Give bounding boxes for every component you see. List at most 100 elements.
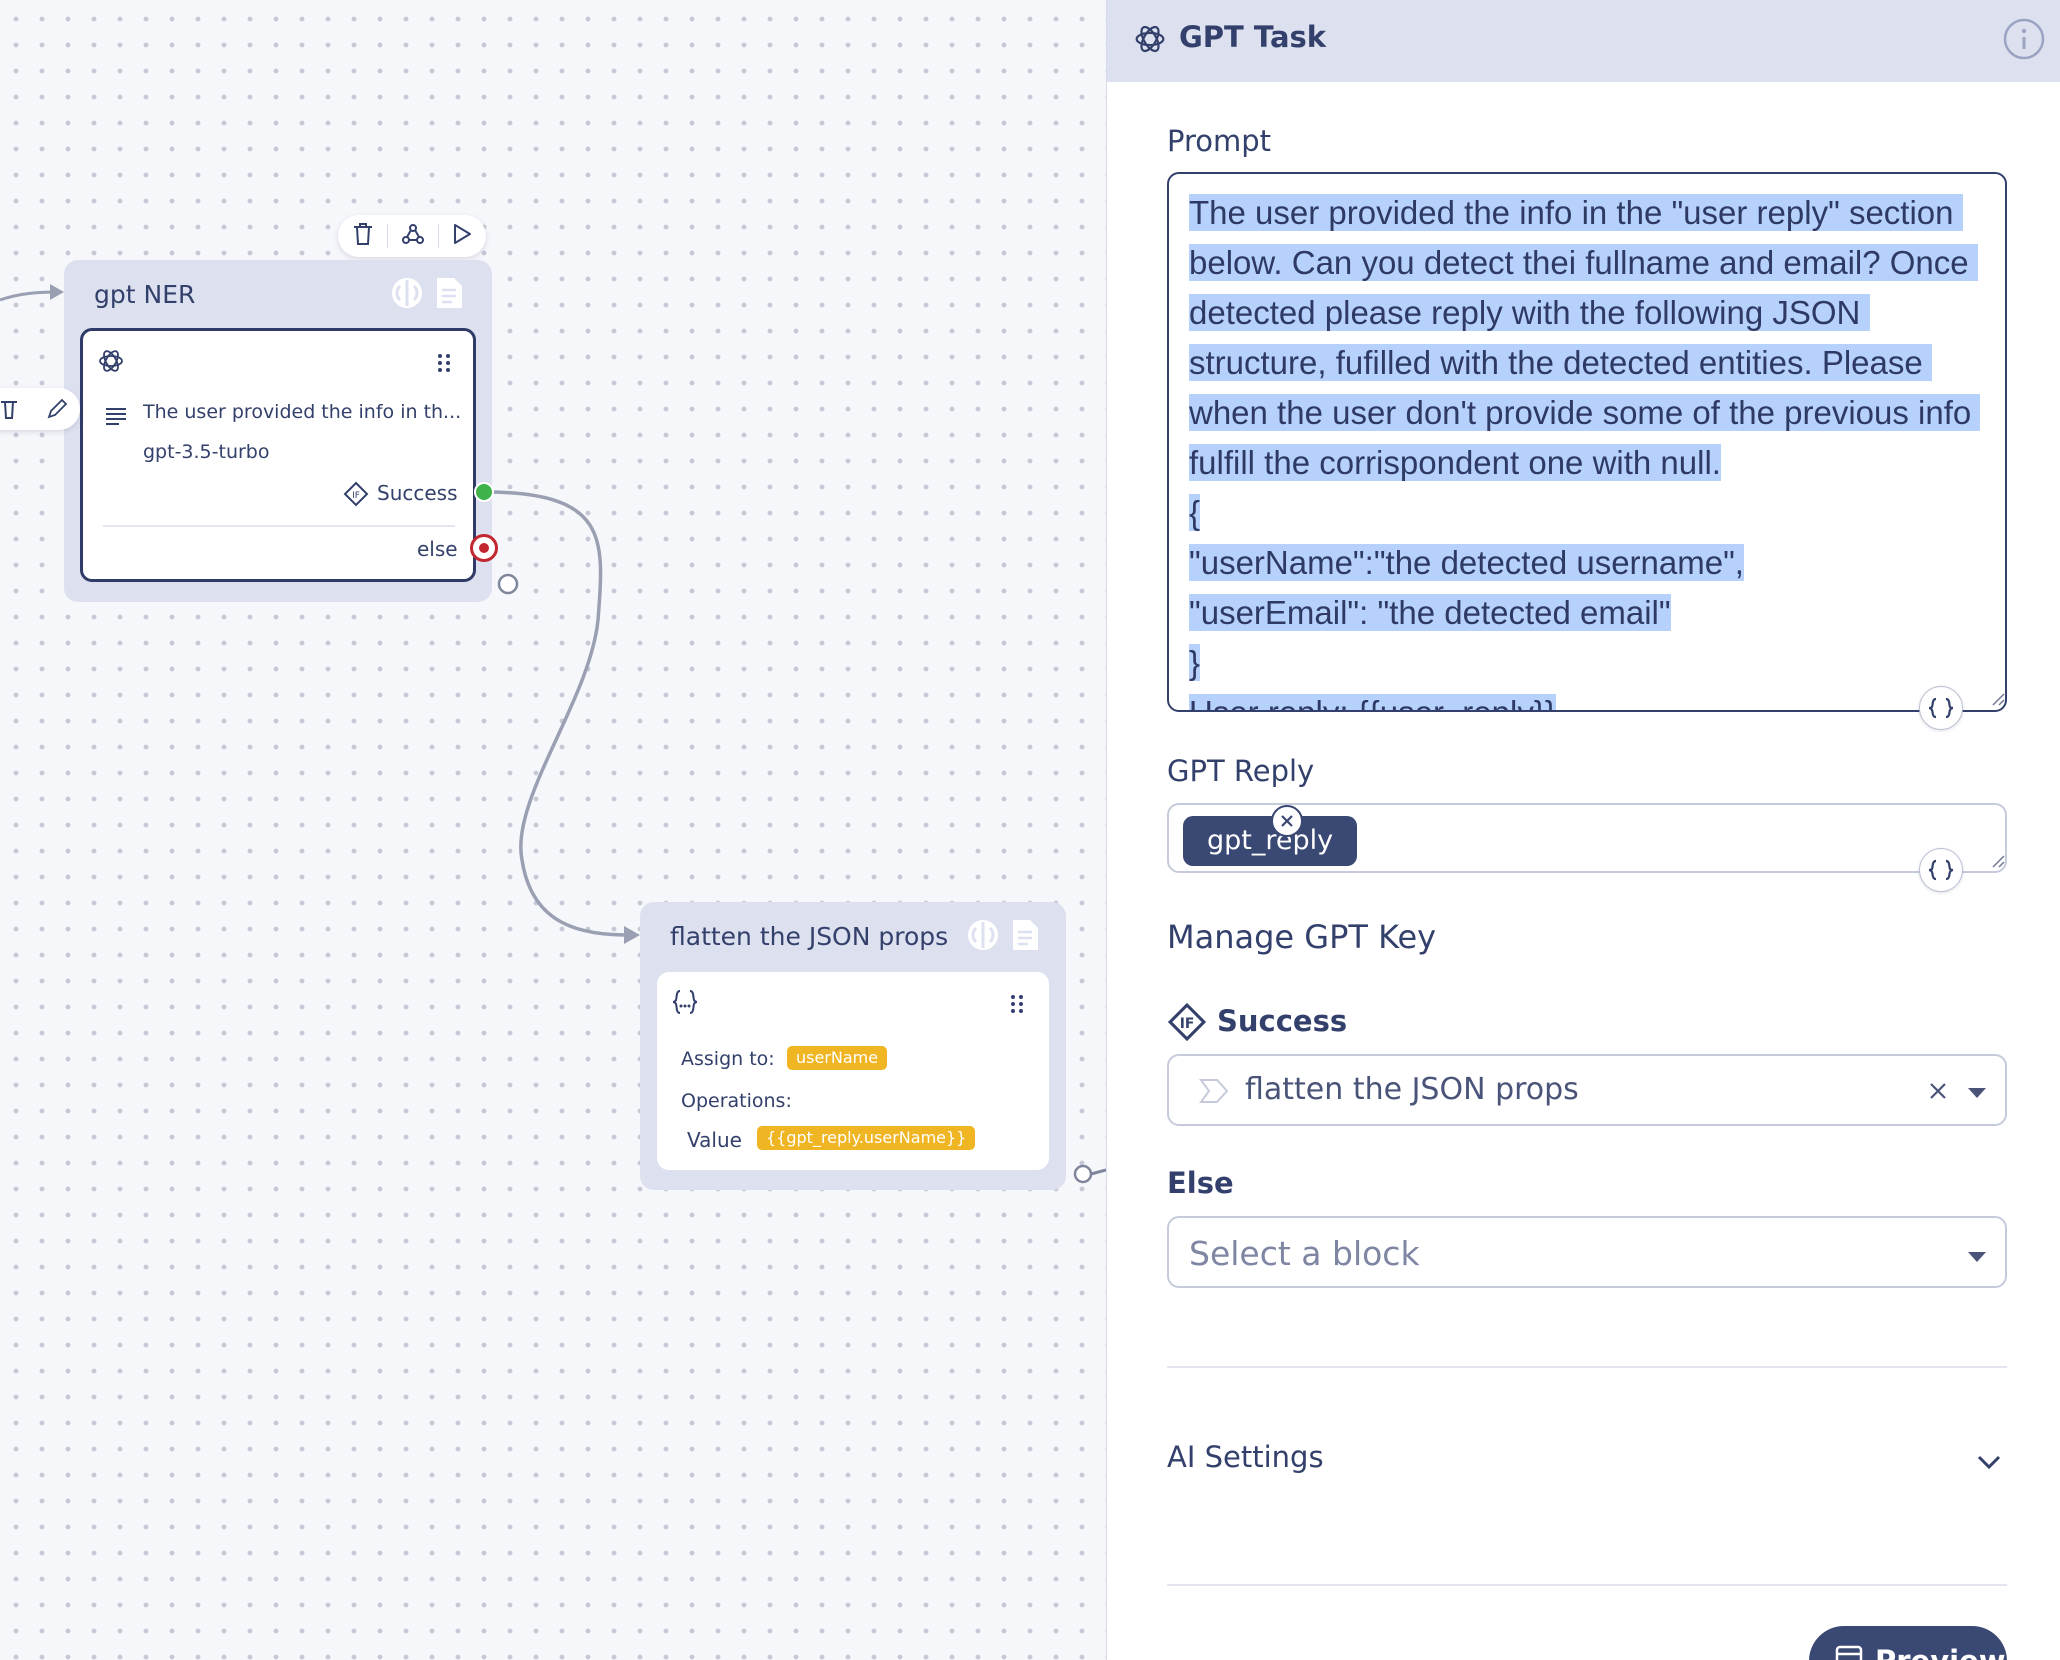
flatten-output-edge xyxy=(1090,1168,1106,1176)
if-condition-icon: IF xyxy=(1167,1002,1207,1046)
drag-handle-icon[interactable] xyxy=(1010,994,1024,1018)
assign-label: Assign to: xyxy=(681,1048,775,1070)
json-braces-icon xyxy=(671,988,699,1020)
node-side-toolbar xyxy=(0,388,80,430)
assign-variable-chip: userName xyxy=(787,1046,888,1070)
close-icon xyxy=(1281,815,1293,827)
prompt-textarea[interactable]: The user provided the info in the "user … xyxy=(1167,172,2007,712)
resize-grip-icon[interactable] xyxy=(1989,852,2005,868)
remove-tag-button[interactable] xyxy=(1271,805,1303,837)
preview-button[interactable]: Preview xyxy=(1809,1626,2007,1660)
edges-layer xyxy=(0,284,1106,1184)
prompt-line: } xyxy=(1189,644,1201,681)
incoming-edge-arrow xyxy=(50,284,64,300)
svg-text:IF: IF xyxy=(1180,1016,1195,1032)
prompt-excerpt: The user provided the info in th... xyxy=(143,401,462,423)
incoming-edge xyxy=(0,290,59,302)
node-title: gpt NER xyxy=(94,280,196,309)
node-flatten-json[interactable]: flatten the JSON props Assign to: userNa… xyxy=(640,902,1066,1190)
properties-panel: GPT Task Prompt The user provided the in… xyxy=(1106,0,2060,1660)
panel-header: GPT Task xyxy=(1107,0,2060,82)
else-placeholder: Select a block xyxy=(1189,1234,1420,1273)
dropdown-arrow-icon[interactable] xyxy=(1967,1248,1987,1267)
operations-label: Operations: xyxy=(681,1090,792,1112)
node-floating-toolbar xyxy=(338,215,486,257)
prompt-line: The user provided the info in the "user … xyxy=(1189,194,1963,231)
svg-text:IF: IF xyxy=(352,491,360,501)
success-port[interactable] xyxy=(474,482,494,502)
prompt-text: The user provided the info in the "user … xyxy=(1189,188,1985,710)
node-tools xyxy=(966,918,1040,952)
prompt-line: when the user don't provide some of the … xyxy=(1189,394,1981,431)
success-selected-value: flatten the JSON props xyxy=(1245,1072,1579,1107)
document-icon[interactable] xyxy=(434,276,464,310)
else-label: Else xyxy=(1167,1166,1234,1200)
openai-icon xyxy=(97,347,125,379)
model-name: gpt-3.5-turbo xyxy=(143,441,270,463)
node-gpt-ner[interactable]: gpt NER The user provided the info in th… xyxy=(64,260,498,602)
prompt-line: User reply: {{user_reply}} xyxy=(1189,694,1556,710)
dropdown-arrow-icon[interactable] xyxy=(1967,1084,1987,1103)
section-divider xyxy=(1167,1584,2007,1586)
section-divider xyxy=(1167,1366,2007,1368)
preview-icon xyxy=(1835,1644,1863,1660)
gpt-reply-input[interactable]: gpt_reply xyxy=(1167,803,2007,873)
reply-variable-tag: gpt_reply xyxy=(1183,816,1358,866)
success-label: Success xyxy=(1217,1004,1348,1038)
if-condition-icon: IF xyxy=(343,481,369,511)
success-block-select[interactable]: flatten the JSON props xyxy=(1167,1054,2007,1126)
else-port-dot xyxy=(479,543,489,553)
prompt-line: { xyxy=(1189,494,1201,531)
extra-port xyxy=(497,573,519,595)
success-label: Success xyxy=(377,481,458,505)
drag-handle-icon[interactable] xyxy=(437,353,451,377)
value-label: Value xyxy=(687,1128,742,1152)
prompt-line: fulfill the corrispondent one with null. xyxy=(1189,444,1721,481)
success-edge-arrow xyxy=(624,926,640,944)
prompt-label: Prompt xyxy=(1167,124,1272,158)
node-tools xyxy=(390,276,464,310)
node-body[interactable]: Assign to: userName Operations: Value {{… xyxy=(657,972,1049,1170)
delete-step-icon[interactable] xyxy=(0,398,18,424)
document-icon[interactable] xyxy=(1010,918,1040,952)
clear-selection-icon[interactable] xyxy=(1929,1082,1947,1104)
delete-node-icon[interactable] xyxy=(352,222,374,250)
else-port[interactable] xyxy=(470,534,498,562)
toolbar-separator xyxy=(437,224,439,248)
manage-gpt-key-link[interactable]: Manage GPT Key xyxy=(1167,918,1437,956)
flatten-output-port xyxy=(1073,1164,1093,1184)
node-body[interactable]: The user provided the info in th... gpt-… xyxy=(80,328,476,582)
panel-title: GPT Task xyxy=(1179,20,1327,54)
resize-grip-icon[interactable] xyxy=(1989,690,2005,706)
branch-divider xyxy=(103,525,455,527)
webhook-icon[interactable] xyxy=(401,222,425,250)
preview-label: Preview xyxy=(1875,1644,2006,1660)
gpt-reply-label: GPT Reply xyxy=(1167,754,1315,788)
block-chevron-icon xyxy=(1199,1078,1229,1108)
else-label: else xyxy=(417,537,458,561)
text-lines-icon xyxy=(105,407,127,429)
braces-icon xyxy=(1928,697,1954,719)
flow-canvas[interactable]: gpt NER The user provided the info in th… xyxy=(0,0,1106,1660)
ai-brain-icon[interactable] xyxy=(390,276,424,310)
openai-icon xyxy=(1133,22,1167,60)
insert-variable-button[interactable] xyxy=(1919,686,1963,730)
chevron-down-icon[interactable] xyxy=(1977,1454,2001,1474)
insert-variable-button[interactable] xyxy=(1919,848,1963,892)
info-icon[interactable] xyxy=(2003,18,2045,64)
prompt-line: "userEmail": "the detected email" xyxy=(1189,594,1671,631)
value-expression-chip: {{gpt_reply.userName}} xyxy=(757,1126,976,1150)
braces-icon xyxy=(1928,859,1954,881)
node-title: flatten the JSON props xyxy=(670,922,949,951)
toolbar-separator xyxy=(387,224,389,248)
edit-pencil-icon[interactable] xyxy=(46,398,68,424)
prompt-line: structure, fufilled with the detected en… xyxy=(1189,344,1932,381)
play-icon[interactable] xyxy=(452,223,472,249)
ai-brain-icon[interactable] xyxy=(966,918,1000,952)
success-edge xyxy=(483,490,631,937)
ai-settings-toggle[interactable]: AI Settings xyxy=(1167,1440,1324,1474)
else-block-select[interactable]: Select a block xyxy=(1167,1216,2007,1288)
prompt-line: "userName":"the detected username", xyxy=(1189,544,1744,581)
prompt-line: detected please reply with the following… xyxy=(1189,294,1870,331)
prompt-line: below. Can you detect thei fullname and … xyxy=(1189,244,1978,281)
